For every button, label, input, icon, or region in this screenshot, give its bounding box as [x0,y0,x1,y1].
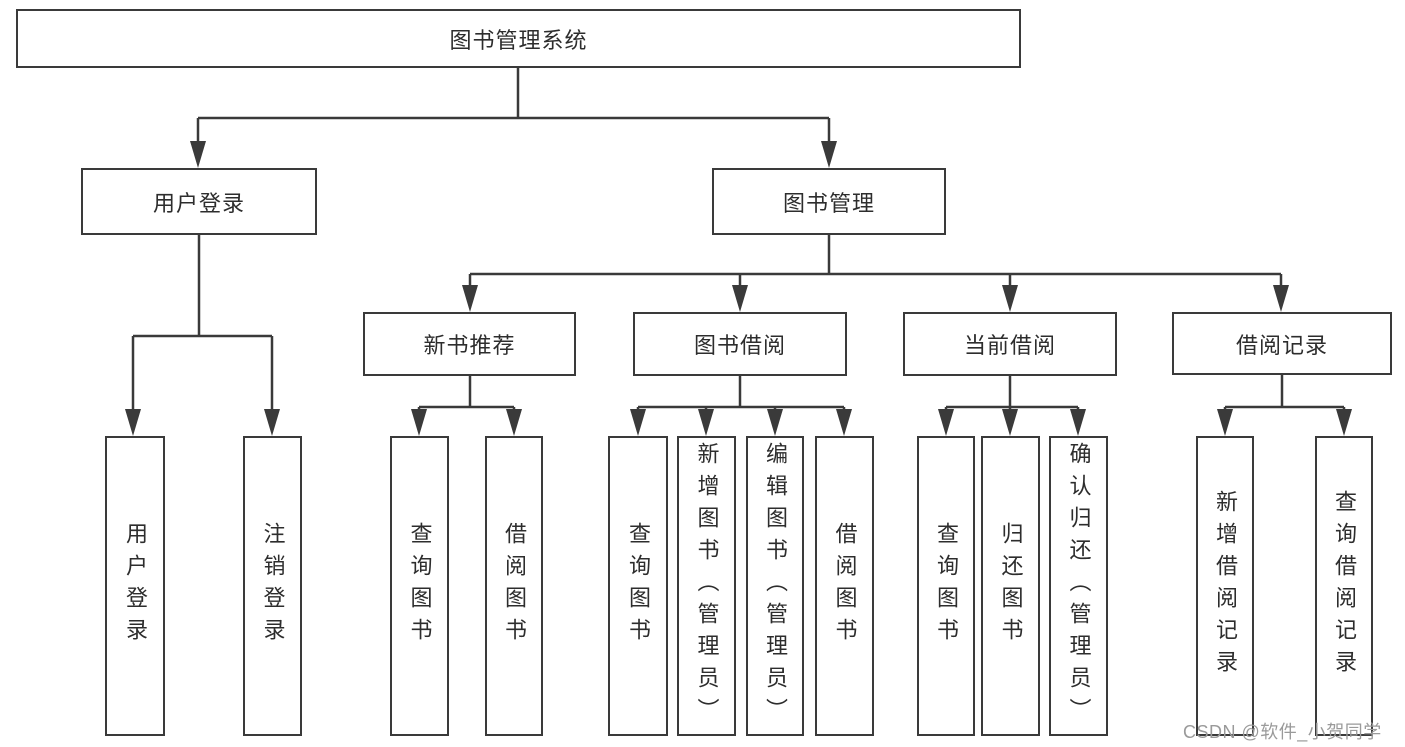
arrowhead [264,409,280,436]
node-label: 借阅图书 [502,522,527,650]
node-label: 图书管理 [782,190,875,216]
node-label: 新增借阅记录 [1213,490,1238,682]
node-label: 借阅图书 [832,522,858,650]
arrowhead [1273,285,1289,312]
arrowhead [125,409,141,436]
arrowheads [125,141,1352,436]
node-borrow-record: 借阅记录 [1172,312,1392,375]
node-borrow-books: 借阅图书 [815,436,874,736]
arrowhead [698,409,714,436]
node-label: 查询借阅记录 [1332,490,1357,682]
edge-book-management-children [468,235,1283,294]
node-label: 新增图书（管理员） [694,442,720,730]
node-label: 借阅记录 [1235,332,1328,358]
arrowhead [506,409,522,436]
edge-borrow-record-children [1223,375,1346,416]
arrowhead [938,409,954,436]
node-root-system: 图书管理系统 [16,9,1021,68]
arrowhead [190,141,206,168]
node-label: 编辑图书（管理员） [763,442,788,730]
node-label: 图书借阅 [693,333,786,358]
arrowhead [732,285,748,312]
arrowhead [1002,285,1018,312]
node-label: 查询图书 [407,522,433,650]
node-current-borrow: 当前借阅 [903,312,1117,376]
node-label: 用户登录 [123,522,148,650]
node-label: 查询图书 [934,522,959,650]
arrowhead [767,409,783,436]
node-confirm-return-admin: 确认归还（管理员） [1049,436,1108,736]
node-label: 图书管理系统 [449,27,588,53]
node-label: 当前借阅 [963,333,1056,358]
arrowhead [836,409,852,436]
edge-book-borrow-children [636,376,846,416]
node-borrow-books: 借阅图书 [485,436,543,736]
node-query-books: 查询图书 [608,436,668,736]
arrowhead [1070,409,1086,436]
node-logout: 注销登录 [243,436,302,736]
node-book-borrow: 图书借阅 [633,312,847,376]
arrowhead [1217,409,1233,436]
node-user-login-leaf: 用户登录 [105,436,165,736]
node-query-books: 查询图书 [390,436,449,736]
node-label: 确认归还（管理员） [1066,442,1092,730]
node-user-login: 用户登录 [81,168,317,235]
node-label: 归还图书 [998,522,1024,650]
node-add-books-admin: 新增图书（管理员） [677,436,736,736]
arrowhead [821,141,837,168]
edge-user-login-children [131,235,274,416]
node-edit-books-admin: 编辑图书（管理员） [746,436,804,736]
node-book-management: 图书管理 [712,168,946,235]
arrowhead [411,409,427,436]
node-label: 新书推荐 [423,333,516,358]
node-query-books: 查询图书 [917,436,975,736]
edge-new-book-recommend-children [417,376,516,416]
node-add-borrow-record: 新增借阅记录 [1196,436,1254,736]
arrowhead [1002,409,1018,436]
arrowhead [1336,409,1352,436]
node-label: 查询图书 [626,522,651,650]
node-label: 注销登录 [260,522,286,650]
csdn-watermark: CSDN @软件_小贺同学 [1183,722,1382,742]
node-return-books: 归还图书 [981,436,1040,736]
tree-edges [131,68,1346,416]
node-new-book-recommend: 新书推荐 [363,312,576,376]
arrowhead [462,285,478,312]
arrowhead [630,409,646,436]
node-label: 用户登录 [152,190,245,216]
node-query-borrow-record: 查询借阅记录 [1315,436,1373,736]
edge-root-to-level1 [196,68,831,148]
